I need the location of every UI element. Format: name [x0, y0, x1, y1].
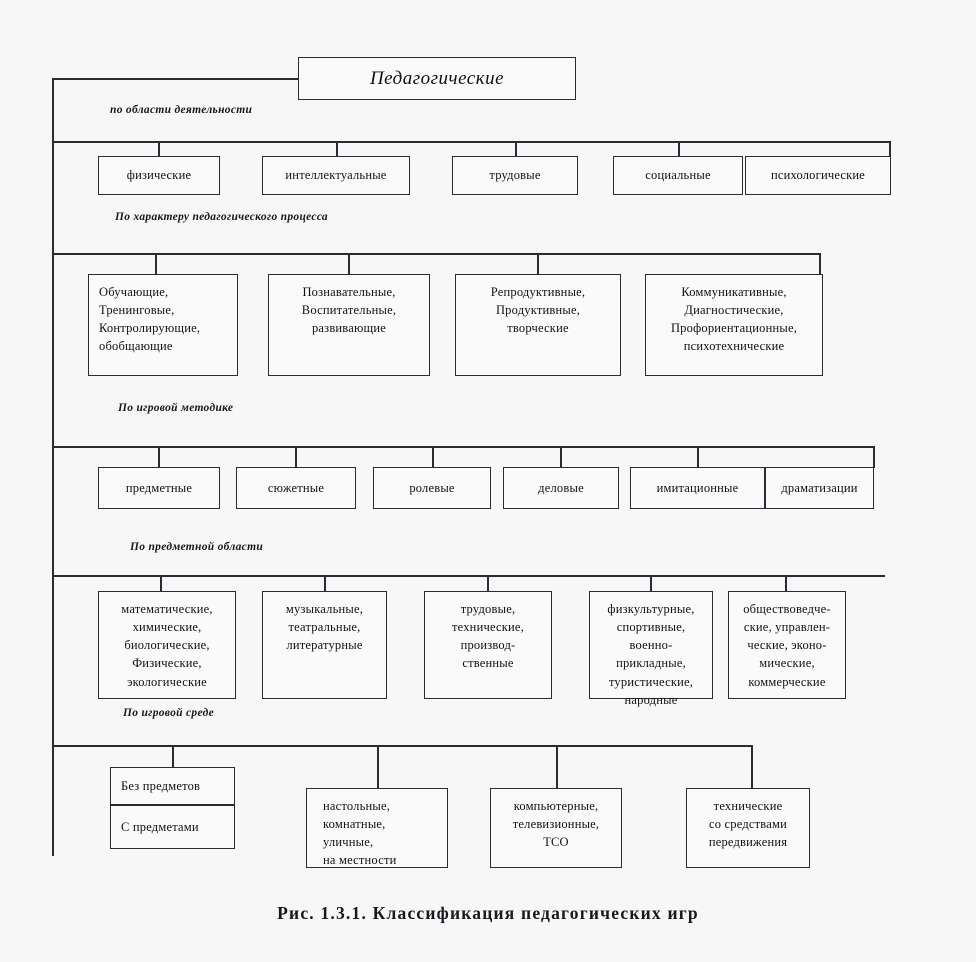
node-1-2: интеллектуальные	[262, 156, 410, 195]
node-4-1: математические, химические, биологически…	[98, 591, 236, 699]
node-4-5: обществоведче- ские, управлен- ческие, э…	[728, 591, 846, 699]
node-5-3-label: настольные, комнатные, уличные, на местн…	[323, 799, 397, 868]
node-1-5-label: психологические	[770, 168, 866, 183]
branch-1-stem-5	[889, 141, 891, 157]
node-3-5: имитационные	[630, 467, 765, 509]
branch-3-stem-3	[432, 446, 434, 468]
branch-4-stem-3	[487, 575, 489, 592]
node-1-4: социальные	[613, 156, 743, 195]
node-3-6-label: драматизации	[781, 480, 858, 495]
node-5-4-label: компьютерные, телевизионные, ТСО	[512, 799, 600, 850]
branch-3-stem-1	[158, 446, 160, 468]
node-5-5: технические со средствами передвижения	[686, 788, 810, 868]
section-label-2: По характеру педагогического процесса	[115, 211, 328, 223]
branch-1-stem-3	[515, 141, 517, 157]
branch-2-stem-2	[348, 253, 350, 275]
branch-2-bus	[52, 253, 820, 255]
figure-caption: Рис. 1.3.1. Классификация педагогических…	[277, 903, 699, 923]
branch-5-stem-4	[751, 745, 753, 789]
node-4-4: физкультурные, спортивные, военно- прикл…	[589, 591, 713, 707]
branch-4-stem-1	[160, 575, 162, 592]
node-5-2: С предметами	[110, 805, 235, 849]
node-4-4-label: физкультурные, спортивные, военно- прикл…	[607, 602, 695, 707]
branch-5-stem-2	[377, 745, 379, 789]
node-3-3-label: ролевые	[409, 480, 455, 495]
branch-2-stem-4	[819, 253, 821, 275]
branch-1-stem-4	[678, 141, 680, 157]
node-3-4: деловые	[503, 467, 619, 509]
node-3-1-label: предметные	[125, 480, 193, 495]
node-1-2-label: интеллектуальные	[285, 168, 387, 183]
branch-3-stem-2	[295, 446, 297, 468]
node-1-4-label: социальные	[645, 168, 711, 183]
node-1-3: трудовые	[452, 156, 578, 195]
branch-4-stem-4	[650, 575, 652, 592]
node-1-5: психологические	[745, 156, 891, 195]
node-3-4-label: деловые	[538, 480, 584, 495]
branch-3-stem-4	[560, 446, 562, 468]
branch-5-bus	[52, 745, 752, 747]
root-node-pedagogical: Педагогические	[298, 57, 576, 100]
node-2-1-label: Обучающие, Тренинговые, Контролирующие, …	[99, 285, 201, 354]
node-3-6: драматизации	[765, 467, 874, 509]
node-2-2: Познавательные, Воспитательные, развиваю…	[268, 274, 430, 376]
node-3-2: сюжетные	[236, 467, 356, 509]
node-3-5-label: имитационные	[656, 480, 739, 495]
node-2-2-label: Познавательные, Воспитательные, развиваю…	[301, 285, 397, 336]
section-label-1: по области деятельности	[110, 104, 253, 116]
root-node-label: Педагогические	[369, 67, 505, 89]
branch-4-stem-5	[785, 575, 787, 592]
node-2-1: Обучающие, Тренинговые, Контролирующие, …	[88, 274, 238, 376]
branch-1-bus	[52, 141, 890, 143]
node-5-1-label: Без предметов	[121, 778, 201, 793]
branch-2-stem-3	[537, 253, 539, 275]
node-5-4: компьютерные, телевизионные, ТСО	[490, 788, 622, 868]
node-4-3: трудовые, технические, производ- ственны…	[424, 591, 552, 699]
branch-5-stem-1	[172, 745, 174, 768]
node-1-1: физические	[98, 156, 220, 195]
section-label-5: По игровой среде	[123, 707, 214, 719]
node-4-5-label: обществоведче- ские, управлен- ческие, э…	[743, 602, 831, 689]
node-1-3-label: трудовые	[489, 168, 541, 183]
node-2-4-label: Коммуникативные, Диагностические, Профор…	[670, 285, 798, 354]
node-5-3: настольные, комнатные, уличные, на местн…	[306, 788, 448, 868]
node-3-3: ролевые	[373, 467, 491, 509]
node-2-4: Коммуникативные, Диагностические, Профор…	[645, 274, 823, 376]
node-4-1-label: математические, химические, биологически…	[121, 602, 213, 689]
node-5-2-label: С предметами	[121, 819, 199, 834]
branch-1-stem-1	[158, 141, 160, 157]
branch-2-stem-1	[155, 253, 157, 275]
section-label-3: По игровой методике	[118, 402, 234, 414]
branch-3-stem-6	[873, 446, 875, 468]
node-2-3: Репродуктивные, Продуктивные, творческие	[455, 274, 621, 376]
branch-1-stem-2	[336, 141, 338, 157]
node-5-5-label: технические со средствами передвижения	[708, 799, 788, 850]
branch-3-stem-5	[697, 446, 699, 468]
branch-4-stem-2	[324, 575, 326, 592]
node-1-1-label: физические	[126, 168, 192, 183]
root-connector	[52, 78, 300, 80]
node-3-2-label: сюжетные	[267, 480, 325, 495]
main-spine	[52, 78, 54, 856]
branch-4-bus	[52, 575, 885, 577]
branch-5-stem-3	[556, 745, 558, 789]
node-4-2-label: музыкальные, театральные, литературные	[285, 602, 364, 653]
node-2-3-label: Репродуктивные, Продуктивные, творческие	[490, 285, 586, 336]
section-label-4: По предметной области	[130, 541, 264, 553]
node-4-3-label: трудовые, технические, производ- ственны…	[451, 602, 524, 671]
node-5-1: Без предметов	[110, 767, 235, 805]
node-4-2: музыкальные, театральные, литературные	[262, 591, 387, 699]
node-3-1: предметные	[98, 467, 220, 509]
branch-3-bus	[52, 446, 874, 448]
